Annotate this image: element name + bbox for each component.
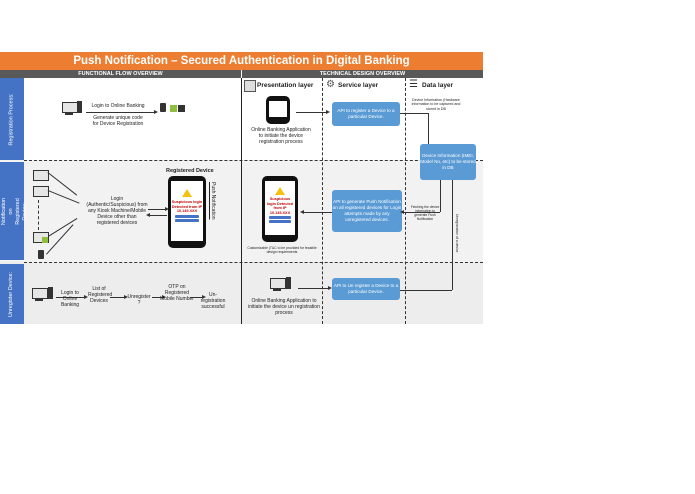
tower-icon — [286, 277, 291, 289]
alert-action-button[interactable] — [269, 220, 291, 223]
arrow-line — [152, 297, 162, 298]
arrow-line — [298, 288, 328, 289]
computer-icon — [33, 170, 49, 181]
suspicious-alert-text: Suspicious login Detected from IP 10.145… — [266, 197, 294, 215]
registration-app-text: Online Banking Application to initiate t… — [251, 127, 311, 145]
list-registered-devices-text: List of Registered Devices — [88, 286, 113, 304]
lane-divider — [24, 160, 483, 161]
lane-label-unregister: Unregister Device: — [0, 264, 24, 324]
arrow-line — [56, 297, 84, 298]
diagram-title: Push Notification – Secured Authenticati… — [0, 52, 483, 70]
arrow-head — [165, 207, 169, 211]
qr-icon — [178, 105, 185, 112]
alert-action-button[interactable] — [269, 216, 291, 219]
customizable-note: Customizable (T&C to be provided for fea… — [247, 246, 317, 255]
section-divider — [241, 78, 242, 324]
device-info-note: Device Information (Hardware information… — [411, 98, 461, 111]
register-api-box: API to register a Device to a particular… — [332, 102, 400, 126]
gear-icon: ⚙ — [326, 79, 335, 90]
lane-label-registration: Registration Process: — [0, 78, 24, 160]
arrow-head — [326, 110, 330, 114]
suspicious-alert-text: Suspicious login Detected from IP 10.145… — [171, 200, 203, 213]
arrow-head — [162, 295, 166, 299]
unregistration-app-text: Online Banking Application to initiate t… — [248, 298, 320, 316]
lane-divider — [24, 262, 483, 263]
arrow-head — [154, 110, 158, 114]
registered-device-label: Registered Device — [166, 168, 214, 174]
arrow-head — [328, 286, 332, 290]
fetch-device-note: Fetching the device information to gener… — [410, 205, 440, 221]
presentation-icon — [244, 80, 256, 92]
arrow-head — [124, 295, 128, 299]
phone-icon: Suspicious login Detected from IP 10.145… — [262, 176, 298, 242]
unregister-question-text: Unregister ? — [127, 294, 151, 306]
push-notification-side-label: Push Notification — [210, 182, 216, 220]
registered-phone: Suspicious login Detected from IP 10.145… — [168, 176, 206, 248]
arrow-line — [190, 297, 202, 298]
arrow-line — [400, 113, 428, 114]
otp-text: OTP on Registered Mobile Number — [160, 284, 194, 302]
warning-icon — [182, 189, 192, 197]
mobile-icon — [160, 103, 166, 112]
arrow-head — [300, 210, 304, 214]
computer-icon — [270, 278, 286, 291]
alert-action-button[interactable] — [175, 218, 199, 222]
computer-icon — [62, 102, 78, 115]
presentation-layer-title: Presentation layer — [257, 82, 314, 89]
mobile-icon — [38, 250, 44, 259]
arrow-line — [110, 297, 124, 298]
arrow-line — [400, 290, 452, 291]
warning-icon — [275, 187, 285, 195]
arrow-head — [202, 295, 206, 299]
push-api-box: API to generate Push Notification on all… — [332, 190, 402, 232]
device-list-connector — [38, 200, 39, 230]
arrow-line — [148, 209, 166, 210]
generate-code-text: Generate unique code for Device Registra… — [92, 115, 144, 127]
connector-line — [452, 180, 453, 290]
alert-action-button[interactable] — [175, 214, 199, 218]
unregistration-success-text: Un-registration successful — [200, 292, 226, 310]
login-online-banking-text: Login to Online Banking — [60, 290, 80, 308]
arrow-line — [149, 215, 167, 216]
technical-design-header: TECHNICAL DESIGN OVERVIEW — [242, 70, 483, 78]
arrow-line — [402, 212, 440, 213]
layers-icon: ☰ — [409, 79, 418, 90]
arrow-head — [146, 213, 150, 217]
computer-icon — [33, 186, 49, 197]
login-online-banking-text: Login to Online Banking — [91, 103, 145, 109]
lane-label-push: Push Notification on Registered Device: — [0, 162, 29, 260]
arrow-line — [302, 212, 332, 213]
connector-line — [440, 180, 441, 212]
arrow-head — [400, 210, 404, 214]
functional-flow-header: FUNCTIONAL FLOW OVERVIEW — [0, 70, 241, 78]
code-icon — [42, 237, 48, 243]
data-layer-title: Data layer — [422, 82, 454, 89]
login-suspicious-text: Login (Authentic/Suspicious) from any Ki… — [86, 196, 148, 226]
layer-divider — [405, 78, 406, 324]
code-icon — [170, 105, 177, 112]
unregister-api-box: API to Un register a Device to a particu… — [332, 278, 400, 300]
unregistration-note: Unregistration of a device — [455, 214, 459, 253]
computer-icon — [32, 288, 48, 301]
computer-icon — [33, 232, 49, 243]
arrow-head — [84, 295, 88, 299]
tower-icon — [77, 101, 82, 113]
phone-icon — [266, 96, 290, 124]
device-info-db-box: Device Information (IMEI, Model No, etc)… — [420, 144, 476, 180]
arrow-line — [86, 112, 154, 113]
connector-line — [428, 113, 429, 144]
tower-icon — [48, 287, 53, 299]
service-layer-title: Service layer — [338, 82, 379, 89]
arrow-line — [296, 112, 326, 113]
layer-divider — [322, 78, 323, 324]
